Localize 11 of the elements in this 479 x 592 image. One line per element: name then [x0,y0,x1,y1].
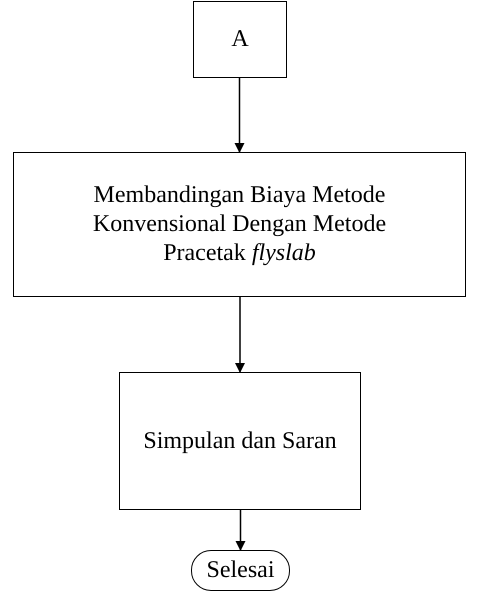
process-box [193,1,287,78]
node-label: Membandingan Biaya Metode Konvensional Dengan Metode Pracetak flyslab [92,181,388,268]
process-box [119,372,361,510]
arrow [235,297,245,373]
arrow [236,510,246,551]
node-label: A [231,25,249,54]
node-label: Selesai [206,556,274,585]
node-label: Simpulan dan Saran [143,426,337,456]
process-box [13,152,466,297]
arrow [234,78,244,153]
terminal-shape [191,550,290,591]
